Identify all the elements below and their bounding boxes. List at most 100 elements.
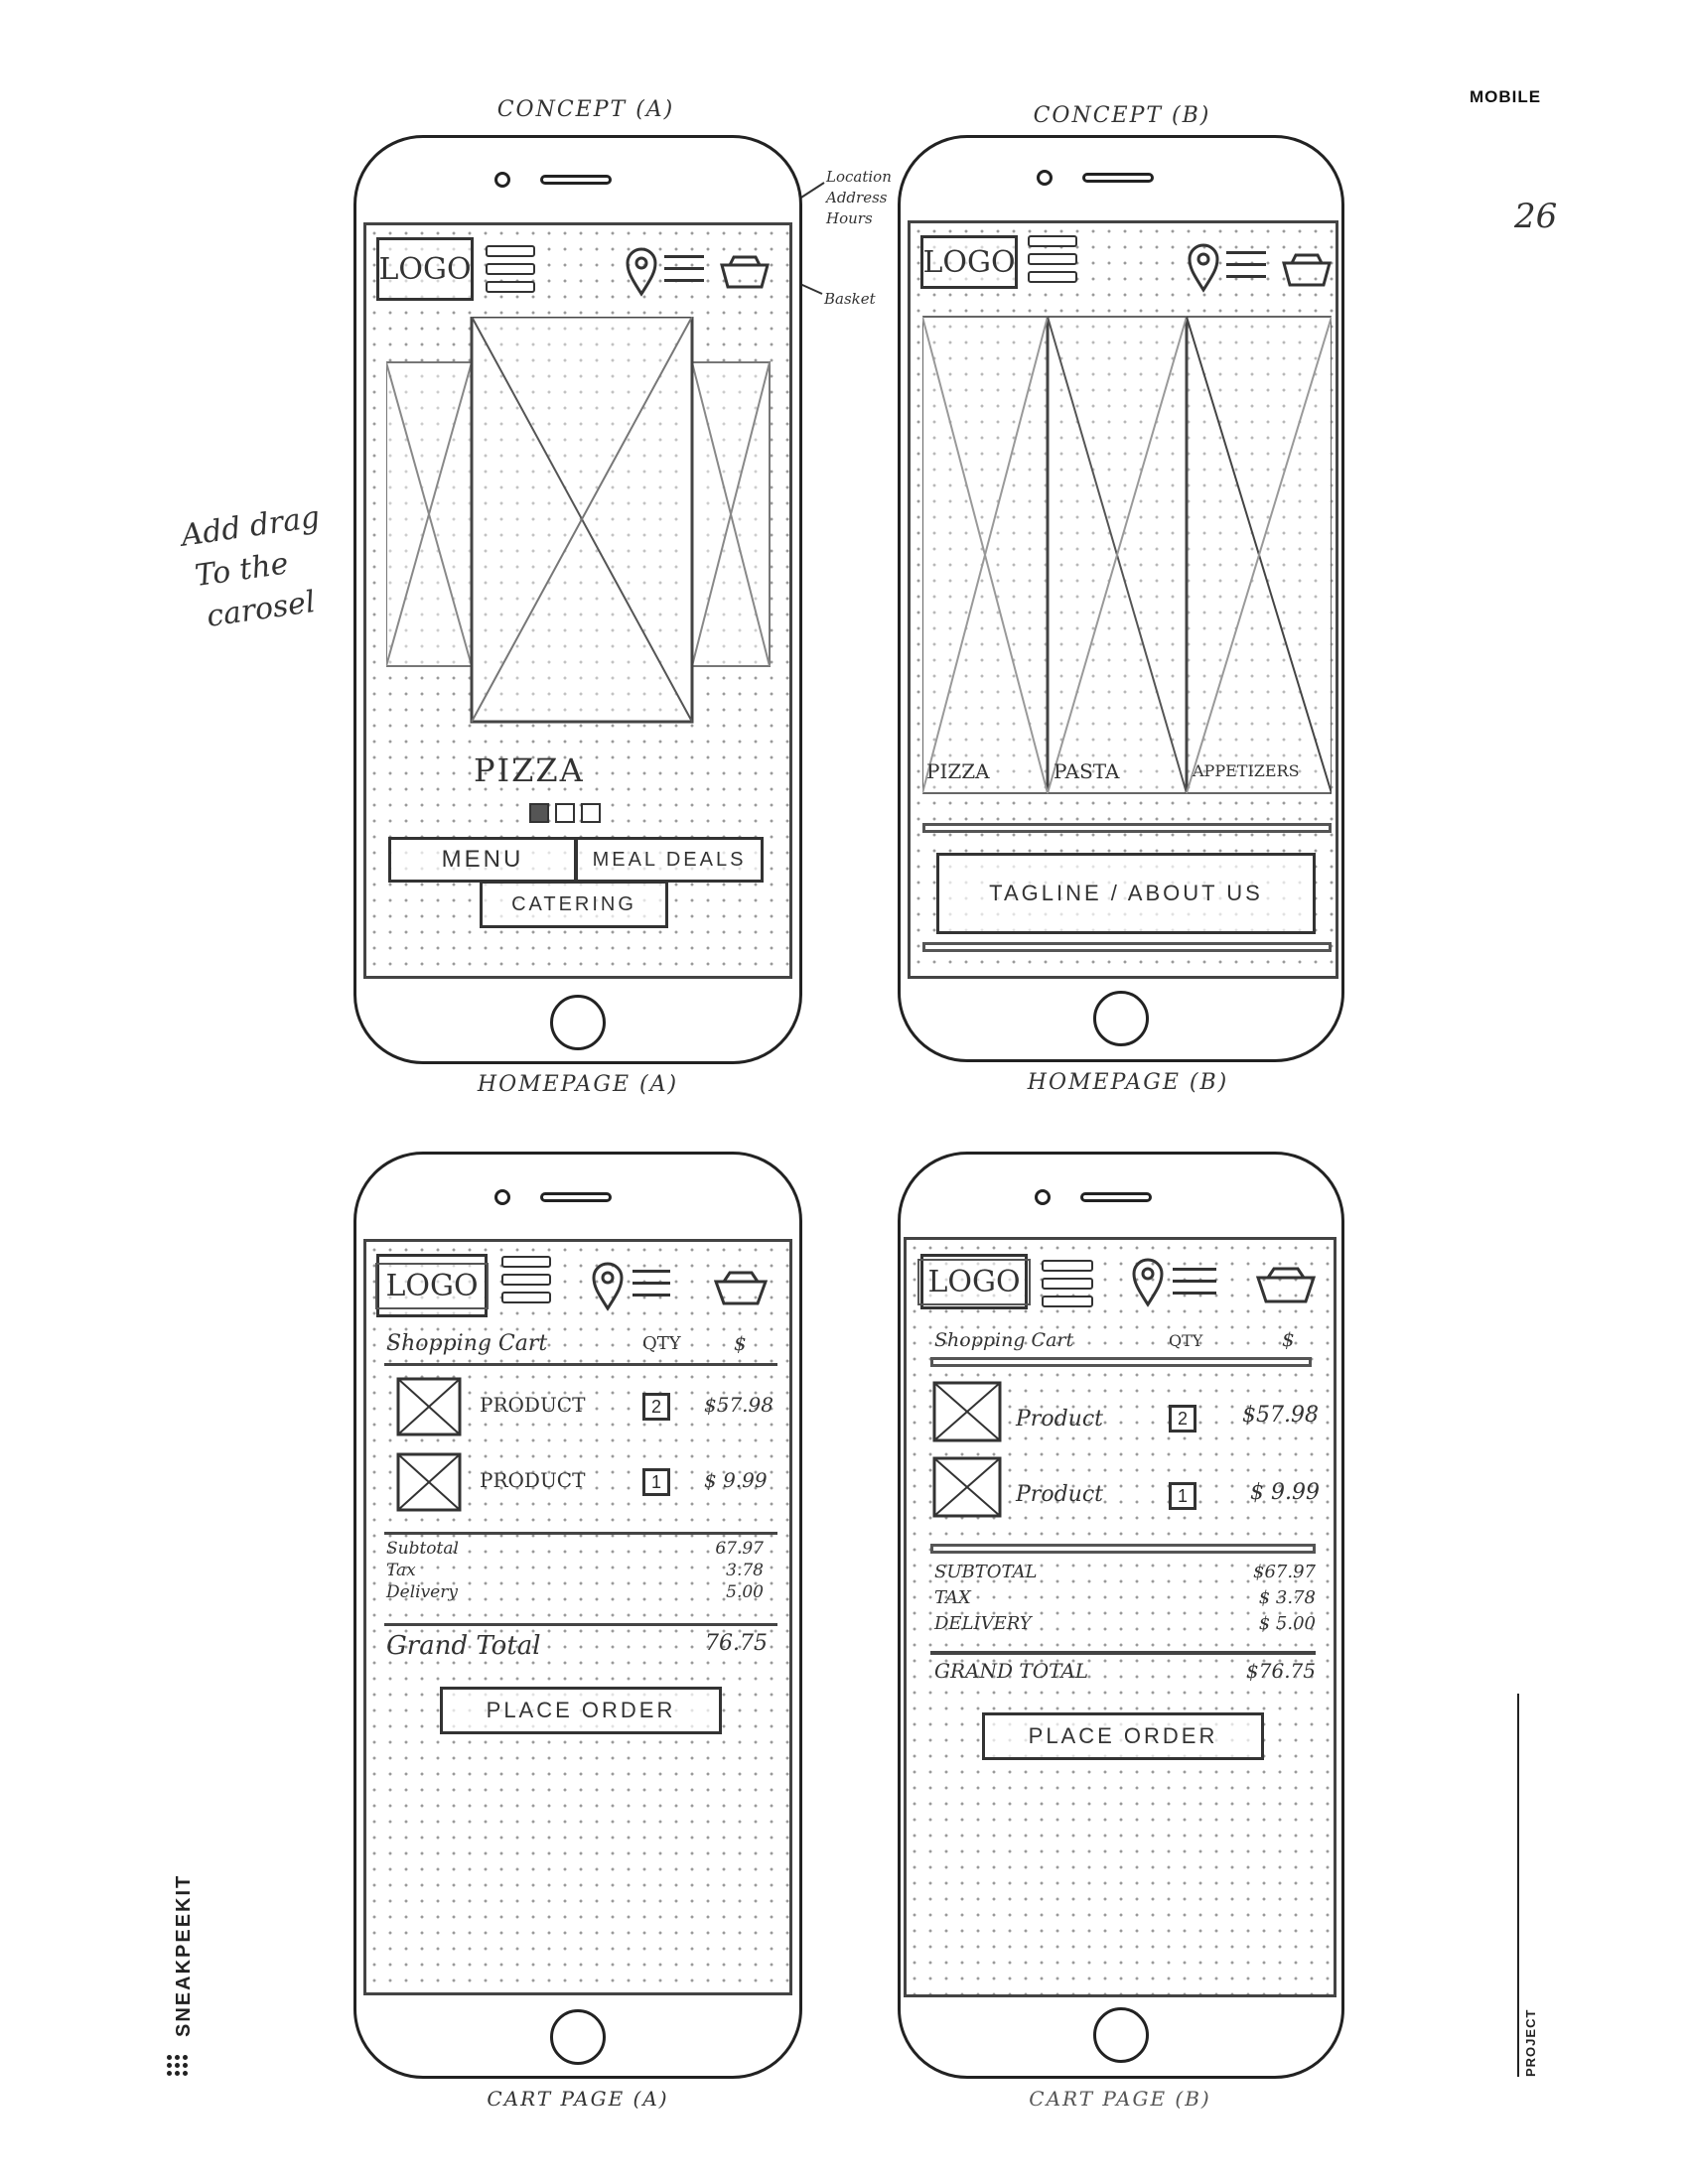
home-button[interactable] <box>550 2009 606 2065</box>
meal-deals-button[interactable]: MEAL DEALS <box>575 837 764 883</box>
divider-bar <box>930 1544 1316 1554</box>
product-price: $57.98 <box>704 1393 774 1417</box>
screen-homepage-b: LOGO PIZZA PASTA APPETIZERS TAGLINE / AB… <box>908 220 1338 979</box>
home-button[interactable] <box>1093 2007 1149 2063</box>
camera-dot <box>1035 1189 1051 1205</box>
tile-pizza-label[interactable]: PIZZA <box>926 759 990 783</box>
home-button[interactable] <box>550 995 606 1050</box>
divider <box>384 1623 777 1626</box>
product-price: $ 9.99 <box>1250 1480 1320 1505</box>
cart-b-caption: CART PAGE (B) <box>1029 2087 1211 2111</box>
logo-text: LOGO <box>922 244 1016 280</box>
grand-total-value: $76.75 <box>1246 1659 1316 1683</box>
product-image-placeholder <box>396 1452 462 1512</box>
price-header: $ <box>1282 1327 1295 1351</box>
carousel[interactable] <box>386 317 783 734</box>
hamburger-menu-icon[interactable] <box>1028 235 1077 289</box>
location-pin-icon[interactable] <box>1131 1258 1165 1307</box>
indicator-active[interactable] <box>529 803 549 823</box>
annotation-line: Hours <box>826 209 873 227</box>
speaker-bar <box>540 1192 612 1202</box>
divider <box>384 1363 777 1366</box>
delivery-label: DELIVERY <box>934 1613 1032 1634</box>
product-image-placeholder <box>396 1377 462 1436</box>
logo[interactable]: LOGO <box>920 235 1018 289</box>
basket-icon[interactable] <box>1282 253 1332 287</box>
grand-total-label: GRAND TOTAL <box>934 1659 1089 1683</box>
cart-heading: Shopping Cart <box>386 1331 548 1356</box>
location-pin-icon[interactable] <box>591 1262 625 1311</box>
tax-label: TAX <box>934 1587 971 1608</box>
product-name[interactable]: PRODUCT <box>480 1393 586 1417</box>
home-button[interactable] <box>1093 991 1149 1046</box>
hamburger-menu-icon[interactable] <box>486 245 535 299</box>
info-menu-icon[interactable] <box>664 255 704 291</box>
place-order-button[interactable]: PLACE ORDER <box>440 1687 722 1734</box>
homepage-a-caption: HOMEPAGE (A) <box>477 1072 679 1097</box>
info-menu-icon[interactable] <box>1226 251 1266 287</box>
subtotal-value: $67.97 <box>1253 1562 1316 1582</box>
info-menu-icon[interactable] <box>1173 1268 1216 1303</box>
location-pin-icon[interactable] <box>1187 243 1220 293</box>
delivery-label: Delivery <box>386 1582 458 1602</box>
info-menu-icon[interactable] <box>633 1270 670 1305</box>
tax-row: TAX $ 3.78 <box>934 1585 1316 1611</box>
product-name[interactable]: Product <box>1016 1407 1103 1432</box>
qty-box[interactable]: 1 <box>1169 1482 1196 1510</box>
grand-total-row: Grand Total 76.75 <box>386 1631 768 1661</box>
project-label: PROJECT <box>1523 2008 1538 2077</box>
qty-box[interactable]: 1 <box>642 1468 670 1496</box>
logo-text: LOGO <box>375 1262 489 1309</box>
subtotal-row: SUBTOTAL $67.97 <box>934 1560 1316 1585</box>
annotation-line: Address <box>826 189 888 206</box>
subtotal-value: 67.97 <box>715 1539 764 1559</box>
camera-dot <box>1037 170 1053 186</box>
basket-icon[interactable] <box>714 1270 768 1305</box>
divider <box>384 1532 777 1535</box>
qty-box[interactable]: 2 <box>1169 1405 1196 1433</box>
hamburger-menu-icon[interactable] <box>1042 1260 1093 1313</box>
indicator[interactable] <box>581 803 601 823</box>
location-annotation: Location Address Hours <box>826 167 892 229</box>
qty-box[interactable]: 2 <box>642 1393 670 1421</box>
side-note: Add drag To the carosel <box>179 496 334 639</box>
tax-label: Tax <box>386 1561 416 1580</box>
menu-button[interactable]: MENU <box>388 837 577 883</box>
speaker-bar <box>1080 1192 1152 1202</box>
totals-block: SUBTOTAL$67.97 TAX$ 3.78 DELIVERY$ 5.00 <box>934 1560 1316 1637</box>
tile-appetizers-label[interactable]: APPETIZERS <box>1193 761 1300 780</box>
indicator[interactable] <box>555 803 575 823</box>
product-price: $57.98 <box>1242 1403 1319 1428</box>
grand-total-row: GRAND TOTAL $76.75 <box>934 1659 1316 1683</box>
camera-dot <box>494 1189 510 1205</box>
product-image-placeholder <box>932 1456 1002 1518</box>
tile-pasta-label[interactable]: PASTA <box>1054 759 1120 783</box>
catering-button[interactable]: CATERING <box>480 881 668 928</box>
basket-icon[interactable] <box>1256 1266 1316 1303</box>
logo[interactable]: LOGO <box>917 1254 1031 1309</box>
hamburger-menu-icon[interactable] <box>501 1256 551 1309</box>
logo[interactable]: LOGO <box>376 237 474 301</box>
tax-value: $ 3.78 <box>1258 1587 1316 1608</box>
concept-b-label: CONCEPT (B) <box>1033 103 1211 128</box>
screen-homepage-a: LOGO PIZZA MENU MEAL DEALS CATERING <box>363 222 792 979</box>
speaker-bar <box>1082 173 1154 183</box>
concept-a-label: CONCEPT (A) <box>496 97 675 122</box>
logo[interactable]: LOGO <box>375 1254 489 1317</box>
subtotal-label: SUBTOTAL <box>934 1562 1038 1582</box>
carousel-indicators[interactable] <box>529 803 601 823</box>
divider <box>930 1651 1316 1655</box>
location-pin-icon[interactable] <box>625 247 658 297</box>
product-name[interactable]: PRODUCT <box>480 1468 586 1492</box>
logo-text: LOGO <box>917 1258 1031 1305</box>
qty-header: QTY <box>1169 1331 1203 1350</box>
basket-annotation: Basket <box>824 290 876 308</box>
basket-icon[interactable] <box>720 255 770 289</box>
speaker-bar <box>540 175 612 185</box>
place-order-button[interactable]: PLACE ORDER <box>982 1712 1264 1760</box>
tagline-about-box[interactable]: TAGLINE / ABOUT US <box>936 853 1316 934</box>
product-name[interactable]: Product <box>1016 1482 1103 1507</box>
